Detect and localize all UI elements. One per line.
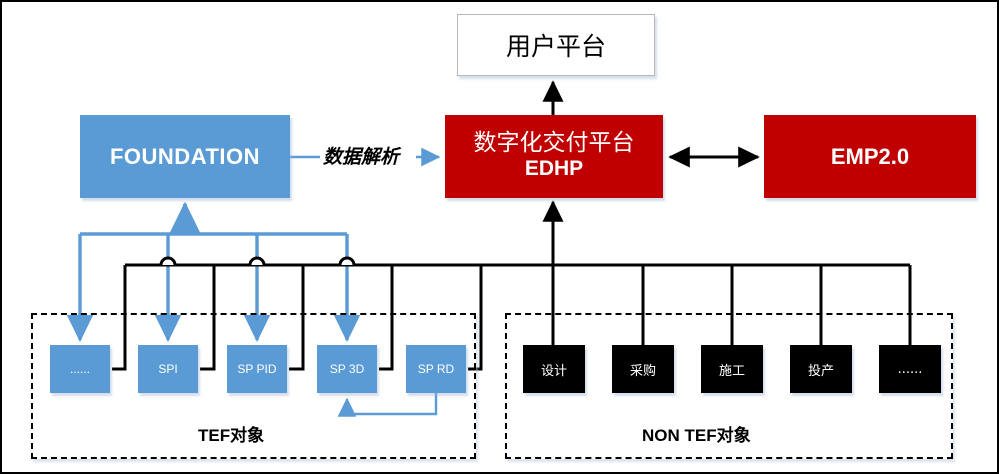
node-nontef-production-label: 投产 [807, 363, 834, 379]
node-nontef-construction[interactable]: 施工 [701, 345, 763, 393]
node-tef-sp-3d-label: SP 3D [329, 362, 365, 376]
node-nontef-procurement[interactable]: 采购 [612, 345, 674, 393]
node-emp20[interactable]: EMP2.0 [764, 115, 976, 198]
node-foundation[interactable]: FOUNDATION [80, 115, 290, 198]
node-tef-sp-rd[interactable]: SP RD [406, 345, 466, 393]
node-nontef-production[interactable]: 投产 [790, 345, 852, 393]
group-frame-nontef [505, 313, 953, 459]
node-tef-spi-label: SPI [158, 362, 178, 376]
node-tef-dots-label: ...... [69, 362, 90, 376]
node-nontef-design-label: 设计 [540, 363, 567, 379]
node-tef-sp-rd-label: SP RD [417, 362, 455, 376]
node-tef-spi[interactable]: SPI [138, 345, 198, 393]
edge-label-data-parse: 数据解析 [323, 146, 400, 168]
node-nontef-procurement-label: 采购 [629, 363, 656, 379]
group-label-tef: TEF对象 [198, 426, 265, 445]
node-nontef-dots[interactable]: ...... [879, 345, 941, 393]
node-user-platform-label: 用户平台 [505, 32, 606, 61]
node-user-platform[interactable]: 用户平台 [457, 14, 655, 76]
node-edhp[interactable]: 数字化交付平台 EDHP [445, 115, 663, 198]
node-nontef-design[interactable]: 设计 [523, 345, 585, 393]
group-label-nontef: NON TEF对象 [642, 426, 751, 445]
node-edhp-label-cn: 数字化交付平台 [473, 129, 635, 156]
node-nontef-dots-label: ...... [897, 361, 923, 377]
node-tef-sp-pid[interactable]: SP PID [227, 345, 287, 393]
node-tef-dots[interactable]: ...... [50, 345, 110, 393]
node-tef-sp-pid-label: SP PID [237, 362, 277, 376]
group-frame-tef [31, 313, 476, 459]
node-edhp-label-en: EDHP [524, 156, 584, 180]
node-tef-sp-3d[interactable]: SP 3D [317, 345, 377, 393]
node-emp20-label: EMP2.0 [830, 143, 910, 169]
node-nontef-construction-label: 施工 [718, 363, 745, 379]
node-foundation-label: FOUNDATION [109, 143, 261, 169]
